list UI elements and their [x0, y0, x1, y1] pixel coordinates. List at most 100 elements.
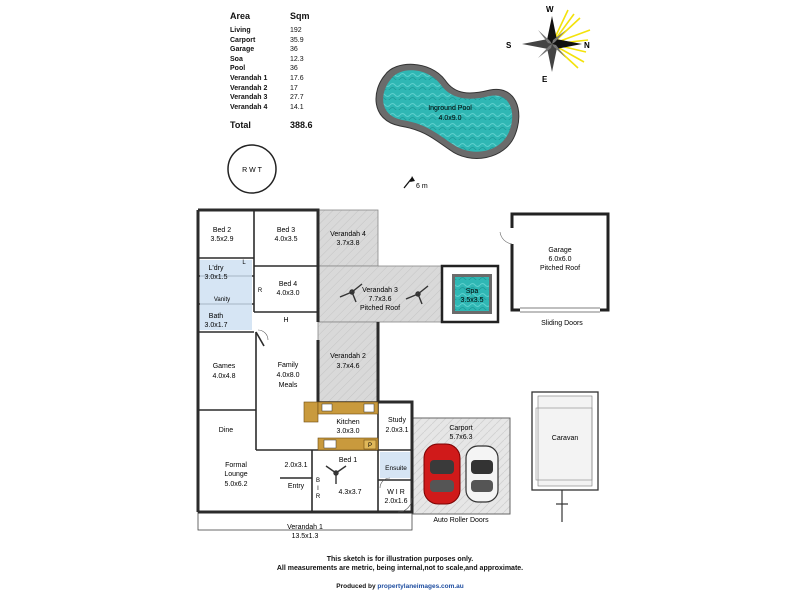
formal-name: Formal — [225, 462, 247, 469]
games-dims: 4.0x4.8 — [213, 373, 236, 380]
area-row-value: 36 — [290, 65, 298, 73]
rainwater-tank: R W T — [227, 144, 277, 194]
pool-dims: 4.0x9.0 — [439, 115, 462, 122]
total-label: Total — [230, 120, 251, 131]
ensuite-name: Ensuite — [385, 465, 407, 472]
family-dims: 4.0x8.0 — [277, 372, 300, 379]
wir-name: W I R — [387, 489, 405, 496]
kitchen-dims: 3.0x3.0 — [337, 428, 360, 435]
verandah2-name: Verandah 2 — [330, 353, 366, 360]
compass-needle-w — [547, 16, 557, 44]
bir-label: B I R — [316, 478, 321, 500]
family-name: Family — [278, 362, 299, 369]
bed1-dims: 4.3x3.7 — [339, 489, 362, 496]
sliding-doors-label: Sliding Doors — [541, 320, 583, 327]
kitchen-name: Kitchen — [336, 419, 359, 426]
compass-needle-e — [547, 44, 557, 72]
robe-label: R — [258, 288, 263, 294]
area-row-value: 36 — [290, 46, 298, 54]
dine-name: Dine — [219, 427, 234, 434]
area-row: Pool 36 — [230, 64, 350, 74]
vanity-name: Vanity — [214, 297, 230, 303]
produced-by-label: Produced by — [336, 583, 376, 590]
ceiling-fan-icon — [325, 283, 429, 484]
area-row-value: 17 — [290, 84, 298, 92]
spa-name: Spa — [466, 288, 479, 295]
h-mark: H — [283, 317, 288, 324]
garage-name: Garage — [548, 247, 571, 254]
compass-icon: W S N E — [506, 5, 591, 84]
auto-roller-doors-label: Auto Roller Doors — [433, 517, 489, 524]
white-car-icon — [465, 445, 499, 503]
bath-dims: 3.0x1.7 — [205, 322, 228, 329]
bed3-dims: 4.0x3.5 — [275, 236, 298, 243]
area-row-label: Verandah 1 — [230, 74, 268, 82]
laundry-name: L'dry — [209, 265, 224, 272]
producer-link[interactable]: propertylaneimages.com.au — [377, 583, 464, 590]
disclaimer-line-1: This sketch is for illustration purposes… — [326, 556, 474, 563]
area-row-label: Verandah 3 — [230, 94, 268, 102]
verandah2-area — [317, 321, 379, 403]
bir-letter-1: B — [316, 478, 320, 484]
area-row-value: 12.3 — [290, 55, 304, 63]
verandah3-name: Verandah 3 — [362, 287, 398, 294]
area-header: Area — [230, 11, 251, 21]
verandah4-dims: 3.7x3.8 — [337, 240, 360, 247]
compass-needle-s — [522, 39, 552, 49]
compass-needle-n — [552, 39, 582, 49]
study-name: Study — [388, 417, 406, 424]
spa-dims: 3.5x3.5 — [461, 297, 484, 304]
hall-dims: 2.0x3.1 — [285, 462, 308, 469]
bed2-name: Bed 2 — [213, 227, 231, 234]
bir-letter-3: R — [316, 494, 321, 500]
area-row-label: Verandah 2 — [230, 84, 268, 92]
area-row: Verandah 1 17.6 — [230, 74, 350, 84]
formal-sub: Lounge — [224, 471, 247, 478]
garage: Garage 6.0x6.0 Pitched Roof Sliding Door… — [499, 212, 610, 327]
house-walls — [196, 208, 414, 514]
bir-letter-2: I — [317, 486, 319, 492]
area-table-header: Area Sqm — [230, 11, 350, 26]
bed2-dims: 3.5x2.9 — [211, 236, 234, 243]
carport: Carport 5.7x6.3 Auto Roller Doors — [411, 417, 511, 524]
verandah4-name: Verandah 4 — [330, 231, 366, 238]
verandah4-area — [317, 209, 379, 267]
bed3-name: Bed 3 — [277, 227, 295, 234]
carport-name: Carport — [449, 425, 472, 432]
area-row-value: 192 — [290, 27, 302, 34]
wet-area-ensuite — [380, 452, 410, 478]
sqm-header: Sqm — [290, 11, 310, 21]
verandah3-dims: 7.7x3.6 — [369, 296, 392, 303]
carport-dims: 5.7x6.3 — [450, 434, 473, 441]
pantry-label: P — [368, 443, 372, 449]
verandah3-sub: Pitched Roof — [360, 305, 400, 312]
rwt-label: R W T — [242, 167, 262, 174]
area-row-label: Verandah 4 — [230, 103, 268, 111]
compass-e-label: E — [542, 75, 548, 84]
scale-label: 6 m — [416, 183, 428, 190]
bed1-name: Bed 1 — [339, 457, 357, 464]
area-row: Verandah 3 27.7 — [230, 93, 350, 103]
entry-name: Entry — [288, 483, 305, 490]
area-row-value: 27.7 — [290, 94, 304, 102]
area-row-value: 17.6 — [290, 74, 304, 82]
total-value: 388.6 — [290, 120, 313, 131]
verandah1-dims: 13.5x1.3 — [292, 533, 319, 540]
area-row: Verandah 2 17 — [230, 84, 350, 94]
compass-w-label: W — [546, 5, 554, 14]
area-row-label: Pool — [230, 65, 246, 73]
bath-name: Bath — [209, 313, 224, 320]
spa: Spa 3.5x3.5 — [440, 264, 500, 324]
linen-label: L — [242, 260, 246, 266]
area-total-row: Total 388.6 — [230, 121, 350, 131]
area-row-label: Living — [230, 27, 251, 34]
disclaimer-line-2: All measurements are metric, being inter… — [276, 565, 524, 572]
compass-n-label: N — [584, 41, 590, 50]
